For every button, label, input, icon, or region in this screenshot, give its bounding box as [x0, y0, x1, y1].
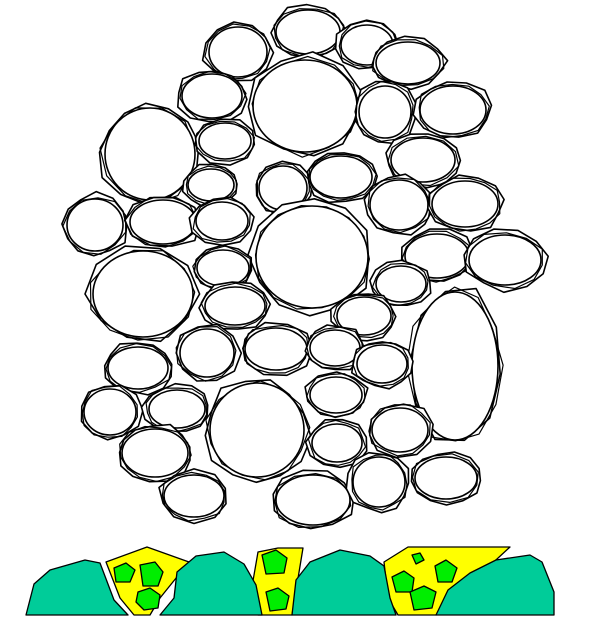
aggregate-cell — [346, 453, 408, 513]
aggregate-cell — [176, 324, 241, 381]
aggregate-cell — [305, 372, 368, 417]
aggregate-cell — [352, 342, 413, 389]
aggregate-cell — [413, 82, 491, 138]
aggregate-cell — [62, 192, 127, 256]
aggregate-cell — [369, 404, 433, 457]
aggregate-cell — [464, 229, 548, 292]
cross-section-profile — [26, 547, 554, 615]
aggregate-cell — [205, 380, 311, 482]
plan-view-cells — [62, 5, 548, 529]
aggregate-cell — [273, 470, 354, 528]
aggregate-cell — [355, 82, 416, 144]
aggregate-cell — [412, 452, 481, 505]
aggregate-cell — [195, 119, 255, 165]
base-block — [292, 550, 396, 615]
aggregate-cell — [199, 282, 270, 329]
aggregate-cell — [85, 246, 200, 341]
aggregate-cell — [243, 323, 313, 376]
aggregate-cell — [125, 197, 200, 247]
